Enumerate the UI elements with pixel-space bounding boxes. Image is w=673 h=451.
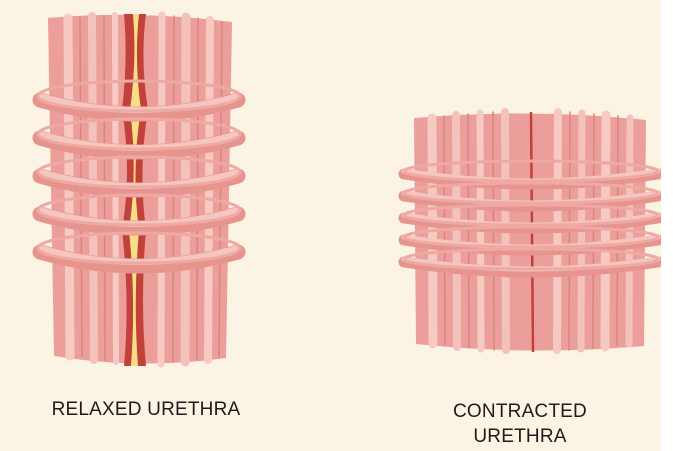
contracted-urethra — [404, 112, 658, 352]
contracted-urethra-label-line1: CONTRACTED — [420, 399, 620, 424]
relaxed-urethra — [38, 14, 240, 366]
contracted-urethra-label-line2: URETHRA — [420, 424, 620, 449]
contracted-urethra-label: CONTRACTED URETHRA — [420, 399, 620, 449]
relaxed-urethra-label: RELAXED URETHRA — [20, 397, 272, 422]
relaxed-urethra-label-text: RELAXED URETHRA — [20, 397, 272, 422]
